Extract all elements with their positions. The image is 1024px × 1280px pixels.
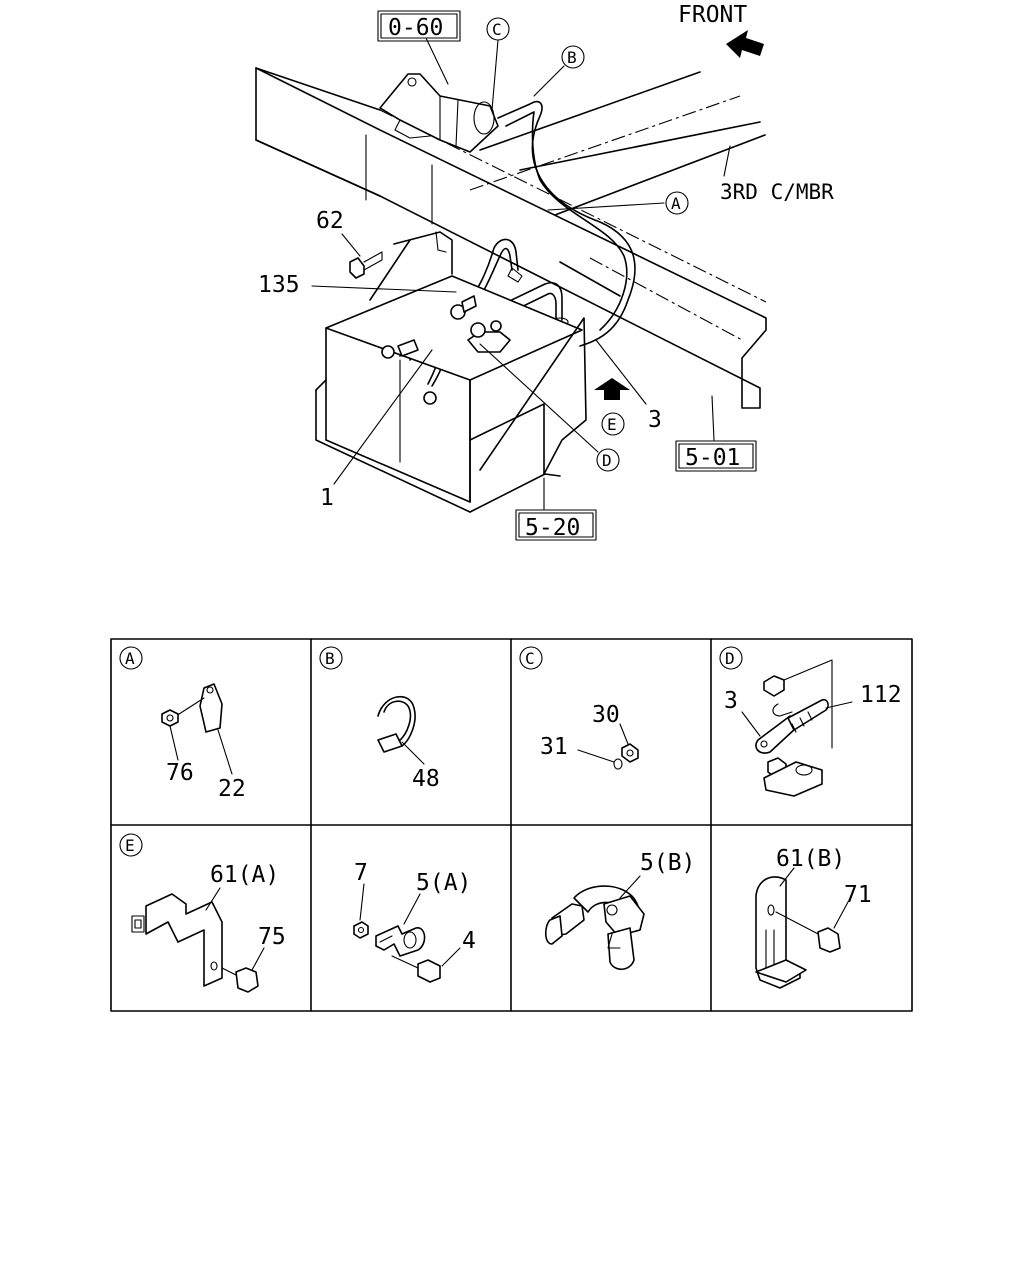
svg-text:D: D: [725, 649, 735, 668]
svg-text:A: A: [671, 194, 681, 213]
battery-tray: [369, 231, 587, 513]
detail-grid: [110, 638, 913, 1012]
svg-text:61(B): 61(B): [776, 846, 845, 872]
svg-text:31: 31: [540, 734, 568, 760]
main-assembly-view: FRONT 3RD C/MBR 0-60 5-01 5-20 C B A: [255, 2, 834, 541]
svg-text:112: 112: [860, 682, 902, 708]
detail-h: 61(B) 71: [755, 846, 872, 989]
starter-motor: [379, 73, 499, 153]
member-label: 3RD C/MBR: [720, 180, 834, 204]
part-3: 3: [648, 407, 662, 433]
svg-text:22: 22: [218, 776, 246, 802]
svg-text:C: C: [525, 649, 535, 668]
detail-e: E 61(A) 75: [119, 833, 286, 993]
svg-text:5(B): 5(B): [640, 850, 695, 876]
svg-text:75: 75: [258, 924, 286, 950]
callout-e: E: [601, 412, 625, 436]
front-arrow-icon: [726, 30, 764, 58]
part-135: 135: [258, 272, 300, 298]
detail-b: B 48: [319, 646, 440, 792]
svg-text:D: D: [602, 451, 612, 470]
bolt-62: [349, 251, 383, 279]
svg-text:5-01: 5-01: [685, 445, 740, 471]
svg-text:E: E: [607, 415, 617, 434]
svg-text:3: 3: [724, 688, 738, 714]
svg-text:71: 71: [844, 882, 872, 908]
svg-text:0-60: 0-60: [388, 15, 443, 41]
front-label: FRONT: [678, 2, 747, 28]
svg-text:C: C: [492, 20, 502, 39]
svg-text:76: 76: [166, 760, 194, 786]
part-62: 62: [316, 208, 344, 234]
detail-a: A 76 22: [119, 646, 246, 802]
callout-c: C: [486, 17, 510, 41]
svg-text:7: 7: [354, 860, 368, 886]
svg-text:5-20: 5-20: [525, 515, 580, 541]
callout-d: D: [596, 448, 620, 472]
battery-cables: [399, 100, 636, 387]
detail-f: 7 5(A) 4: [353, 860, 476, 983]
svg-text:4: 4: [462, 928, 476, 954]
svg-text:B: B: [325, 649, 335, 668]
ref-box-5-01: 5-01: [675, 440, 757, 472]
detail-g: 5(B): [544, 850, 695, 971]
detail-c: C 30 31: [519, 646, 639, 770]
view-e-arrow-icon: [594, 378, 630, 400]
svg-text:48: 48: [412, 766, 440, 792]
svg-text:61(A): 61(A): [210, 862, 279, 888]
frame-rail: [255, 67, 767, 409]
battery-terminals: [381, 295, 511, 405]
callout-a: A: [665, 191, 689, 215]
callout-b: B: [561, 45, 585, 69]
svg-text:E: E: [125, 836, 135, 855]
battery: [315, 275, 583, 513]
ref-box-0-60: 0-60: [377, 10, 461, 42]
svg-text:5(A): 5(A): [416, 870, 471, 896]
svg-text:A: A: [125, 649, 135, 668]
svg-text:30: 30: [592, 702, 620, 728]
ref-box-5-20: 5-20: [515, 509, 597, 541]
leader-lines: [311, 37, 731, 511]
detail-d: D 3 112: [719, 646, 902, 797]
part-1: 1: [320, 485, 334, 511]
svg-text:B: B: [567, 48, 577, 67]
